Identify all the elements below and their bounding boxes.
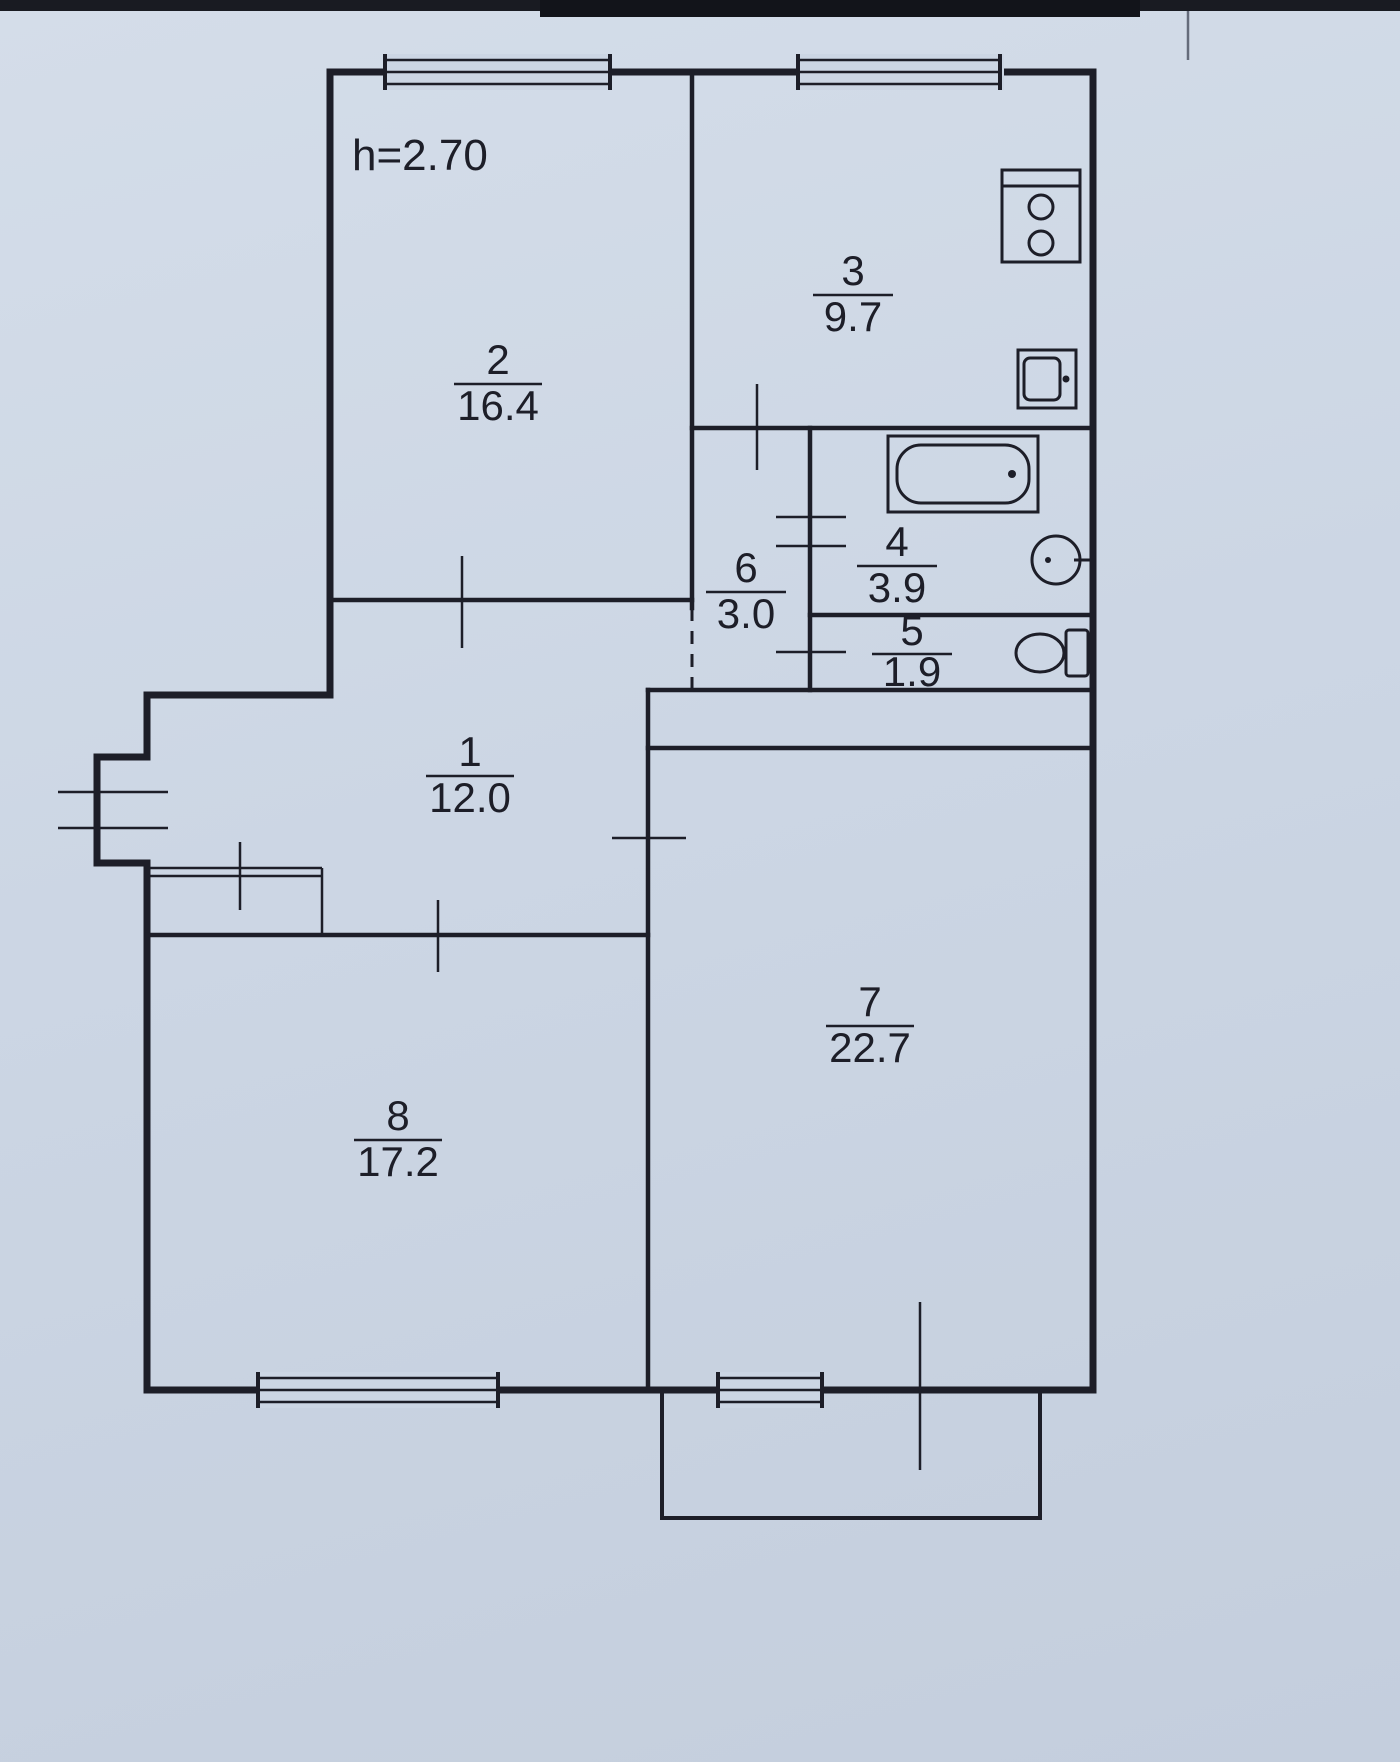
room-area: 3.9 xyxy=(868,564,926,611)
room-label-7: 7 22.7 xyxy=(826,978,914,1071)
labels: h=2.70 1 12.0 2 16.4 3 9.7 4 3.9 5 1.9 xyxy=(352,131,952,1185)
kitchen-sink-icon xyxy=(1016,348,1078,410)
room-number: 4 xyxy=(885,518,908,565)
window-room8 xyxy=(256,1372,500,1408)
interior-walls xyxy=(144,69,1096,1393)
room-number: 6 xyxy=(734,544,757,591)
window-balcony xyxy=(716,1372,824,1408)
room-number: 7 xyxy=(858,978,881,1025)
door-marks xyxy=(58,384,922,1470)
room-area: 3.0 xyxy=(717,590,775,637)
room-area: 22.7 xyxy=(829,1024,911,1071)
room-number: 5 xyxy=(900,607,923,654)
stove-icon xyxy=(1000,168,1082,264)
room-label-1: 1 12.0 xyxy=(426,728,514,821)
scan-edge-band-dark xyxy=(540,0,1140,17)
washbasin-icon xyxy=(1030,534,1092,586)
room-number: 1 xyxy=(458,728,481,775)
room-label-8: 8 17.2 xyxy=(354,1092,442,1185)
room-area: 17.2 xyxy=(357,1138,439,1185)
window-room2 xyxy=(383,54,612,90)
room-number: 3 xyxy=(841,247,864,294)
window-kitchen xyxy=(796,54,1004,90)
room-label-2: 2 16.4 xyxy=(454,336,542,429)
room-area: 9.7 xyxy=(824,293,882,340)
room-number: 2 xyxy=(486,336,509,383)
room-label-4: 4 3.9 xyxy=(857,518,937,611)
room-label-3: 3 9.7 xyxy=(813,247,893,340)
bathtub-icon xyxy=(886,434,1040,514)
room-area: 16.4 xyxy=(457,382,539,429)
room-number: 8 xyxy=(386,1092,409,1139)
scan-artifacts xyxy=(0,0,1400,60)
room-area: 12.0 xyxy=(429,774,511,821)
windows xyxy=(256,54,1004,1408)
room-label-5: 5 1.9 xyxy=(872,607,952,695)
room-label-6: 6 3.0 xyxy=(706,544,786,637)
ceiling-height-label: h=2.70 xyxy=(352,131,488,180)
outer-wall xyxy=(93,68,1097,1394)
fixtures xyxy=(886,168,1092,678)
room-area: 1.9 xyxy=(883,648,941,695)
balcony-outline xyxy=(660,1390,1042,1520)
toilet-icon xyxy=(1014,628,1090,678)
